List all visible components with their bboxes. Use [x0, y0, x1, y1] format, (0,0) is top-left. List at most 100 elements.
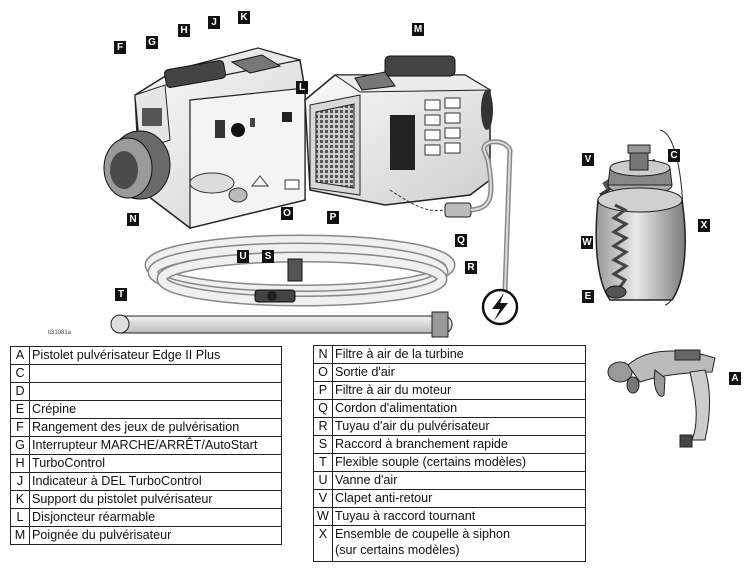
- part-desc: TurboControl: [29, 454, 282, 473]
- callout-p: P: [327, 211, 339, 224]
- air-valve-coupler: [254, 258, 303, 303]
- part-key: E: [10, 400, 30, 419]
- part-desc: Pistolet pulvérisateur Edge II Plus: [29, 346, 282, 365]
- part-desc: [29, 382, 282, 401]
- callout-e: E: [582, 290, 594, 303]
- part-key: D: [10, 382, 30, 401]
- callout-v: V: [582, 153, 594, 166]
- part-desc: Filtre à air du moteur: [332, 381, 586, 400]
- flexible-hose: [110, 311, 453, 338]
- callout-h: H: [178, 24, 190, 37]
- part-key: M: [10, 526, 30, 545]
- callout-c: C: [668, 149, 680, 162]
- part-key: U: [313, 471, 333, 490]
- spray-gun: [607, 349, 716, 448]
- part-desc: Clapet anti-retour: [332, 489, 586, 508]
- part-key: K: [10, 490, 30, 509]
- part-desc: Interrupteur MARCHE/ARRÊT/AutoStart: [29, 436, 282, 455]
- callout-a: A: [729, 372, 741, 385]
- part-key: O: [313, 363, 333, 382]
- part-desc: Raccord à branchement rapide: [332, 435, 586, 454]
- part-desc: Ensemble de coupelle à siphon: [335, 527, 511, 541]
- figure-id: ti31081a: [48, 330, 72, 336]
- callout-l: L: [296, 81, 308, 94]
- callout-u: U: [237, 250, 249, 263]
- callout-j: J: [208, 16, 220, 29]
- callout-f: F: [114, 41, 126, 54]
- siphon-cup-assembly: [595, 129, 686, 306]
- callout-r: R: [465, 261, 477, 274]
- power-cord: [389, 139, 513, 291]
- part-desc: Support du pistolet pulvérisateur: [29, 490, 282, 509]
- part-desc: Disjoncteur réarmable: [29, 508, 282, 527]
- part-key: P: [313, 381, 333, 400]
- turbine-unit-front: [103, 47, 306, 229]
- part-key: V: [313, 489, 333, 508]
- part-key: Q: [313, 399, 333, 418]
- part-desc: [29, 364, 282, 383]
- part-desc-note: (sur certains modèles): [335, 543, 460, 557]
- callout-n: N: [127, 213, 139, 226]
- electric-plug-icon: [481, 288, 519, 326]
- turbine-unit-rear: [304, 55, 493, 206]
- table-row: C: [10, 364, 282, 383]
- part-key: F: [10, 418, 30, 437]
- part-key: R: [313, 417, 333, 436]
- part-desc: Poignée du pulvérisateur: [29, 526, 282, 545]
- part-key: C: [10, 364, 30, 383]
- callout-t: T: [115, 288, 127, 301]
- part-key: X: [313, 525, 333, 562]
- part-desc: Crépine: [29, 400, 282, 419]
- part-desc: Rangement des jeux de pulvérisation: [29, 418, 282, 437]
- part-desc: Tuyau à raccord tournant: [332, 507, 586, 526]
- part-key: T: [313, 453, 333, 472]
- part-key: H: [10, 454, 30, 473]
- part-desc: Tuyau d'air du pulvérisateur: [332, 417, 586, 436]
- part-desc: Indicateur à DEL TurboControl: [29, 472, 282, 491]
- air-hose-coil: [144, 234, 456, 307]
- callout-o: O: [281, 207, 293, 220]
- part-desc: Vanne d'air: [332, 471, 586, 490]
- part-desc: Sortie d'air: [332, 363, 586, 382]
- callout-m: M: [412, 23, 424, 36]
- part-desc: Filtre à air de la turbine: [332, 345, 586, 364]
- part-key: G: [10, 436, 30, 455]
- callout-q: Q: [455, 234, 467, 247]
- part-key: J: [10, 472, 30, 491]
- part-key: S: [313, 435, 333, 454]
- callout-s: S: [262, 250, 274, 263]
- callout-w: W: [581, 236, 593, 249]
- part-key: N: [313, 345, 333, 364]
- part-desc: Cordon d'alimentation: [332, 399, 586, 418]
- table-row: D: [10, 382, 282, 401]
- part-key: A: [10, 346, 30, 365]
- callout-k: K: [238, 11, 250, 24]
- part-key: L: [10, 508, 30, 527]
- callout-g: G: [146, 36, 158, 49]
- part-desc: Flexible souple (certains modèles): [332, 453, 586, 472]
- part-key: W: [313, 507, 333, 526]
